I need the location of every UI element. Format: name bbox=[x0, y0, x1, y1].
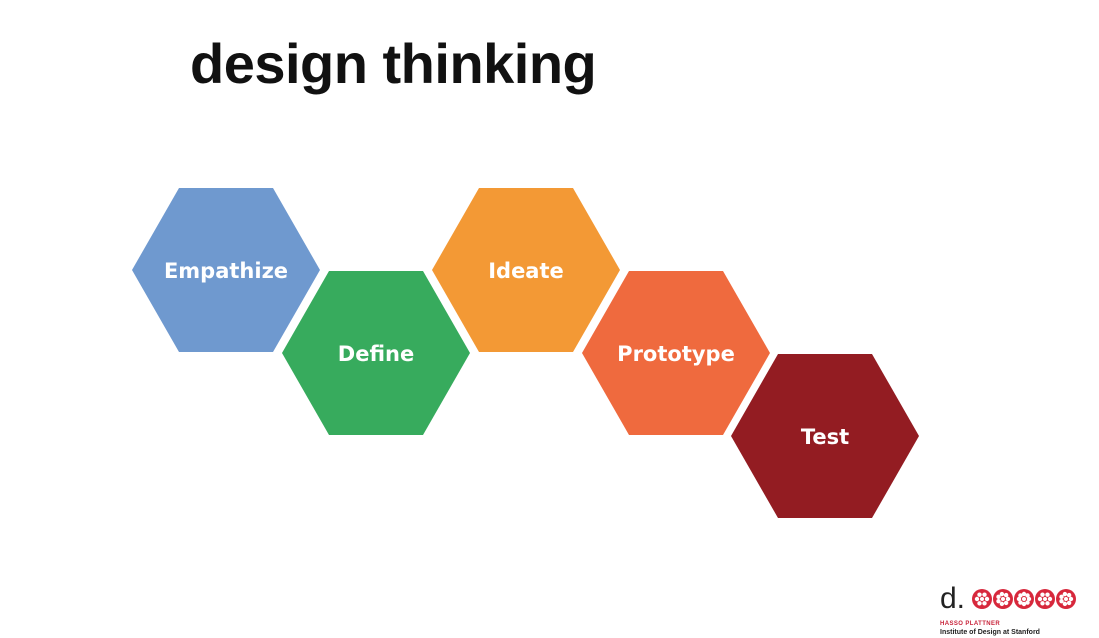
stage-hexagon bbox=[132, 188, 320, 352]
dschool-logo: d. HASSO PLATTNER Institute of Design at… bbox=[940, 582, 1090, 636]
rosette-icon bbox=[1014, 589, 1034, 609]
rosette-icon bbox=[993, 589, 1013, 609]
logo-mark: d. bbox=[940, 582, 966, 615]
rosette-icon bbox=[1056, 589, 1076, 609]
rosette-icon bbox=[972, 589, 992, 609]
stage-test: Test bbox=[731, 354, 919, 518]
logo-rosette-icons bbox=[972, 589, 1076, 609]
stage-hexagon bbox=[432, 188, 620, 352]
logo-subtitle: HASSO PLATTNER bbox=[940, 621, 1001, 627]
slide-title: design thinking bbox=[190, 32, 597, 95]
stage-label: Define bbox=[338, 342, 414, 366]
stage-prototype: Prototype bbox=[582, 271, 770, 435]
stage-label: Prototype bbox=[617, 342, 735, 366]
stage-hexagon bbox=[582, 271, 770, 435]
stage-label: Ideate bbox=[488, 259, 564, 283]
logo-institute: Institute of Design at Stanford bbox=[940, 629, 1040, 636]
stage-define: Define bbox=[282, 271, 470, 435]
rosette-icon bbox=[1035, 589, 1055, 609]
stage-ideate: Ideate bbox=[432, 188, 620, 352]
stage-hexagon bbox=[731, 354, 919, 518]
stage-empathize: Empathize bbox=[132, 188, 320, 352]
stage-label: Test bbox=[801, 425, 849, 449]
stage-hexagon bbox=[282, 271, 470, 435]
stage-label: Empathize bbox=[164, 259, 288, 283]
